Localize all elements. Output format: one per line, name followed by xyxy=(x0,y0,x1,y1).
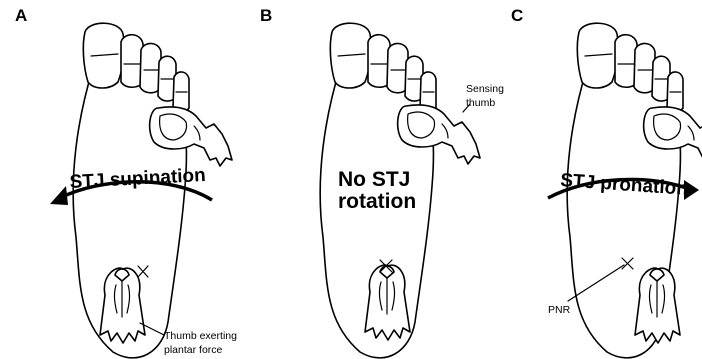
panel-letter-a: A xyxy=(15,6,27,25)
heel-thumb-a xyxy=(100,268,145,343)
supination-arrowhead xyxy=(50,186,68,205)
panel-a: A STJ supination Thumb exerting plantar … xyxy=(15,6,237,358)
annotation-c-line1: PNR xyxy=(548,304,571,316)
center-label-b-line1: No STJ xyxy=(338,168,410,191)
panel-letter-b: B xyxy=(260,6,272,25)
heel-thumb-b xyxy=(365,265,410,340)
annotation-b-line2: thumb xyxy=(466,97,495,109)
annotation-b-line1: Sensing xyxy=(466,83,504,95)
heel-thumb-c xyxy=(635,268,680,343)
panel-c: C STJ pronation PNR xyxy=(511,6,702,358)
center-label-b-line2: rotation xyxy=(338,190,416,213)
panel-letter-c: C xyxy=(511,6,523,25)
annotation-a-line2: plantar force xyxy=(164,344,223,356)
annotation-a-line1: Thumb exerting xyxy=(164,330,237,342)
panel-b: B No STJ rotation Sensing thumb xyxy=(260,6,504,358)
